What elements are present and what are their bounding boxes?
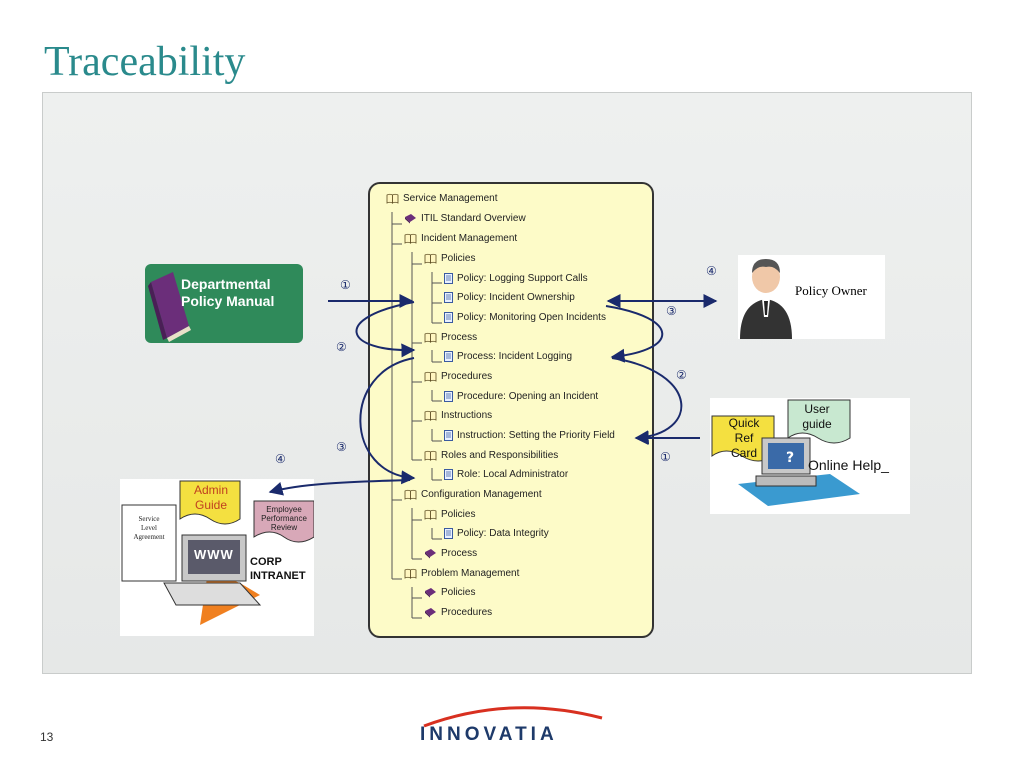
tree-item-label: Policies <box>441 586 476 598</box>
tree-item-label: Policy: Data Integrity <box>457 527 549 539</box>
quick-ref-card: Quick Ref Card <box>728 416 760 460</box>
logo-swoosh-icon <box>423 706 603 728</box>
tree-item[interactable]: Process <box>424 329 477 345</box>
tree-item[interactable]: Service Management <box>386 190 498 206</box>
open-book-icon <box>424 410 437 421</box>
tree-item-label: Roles and Responsibilities <box>441 449 559 461</box>
tree-item[interactable]: Process: Incident Logging <box>444 348 572 364</box>
tree-item-label: Policy: Incident Ownership <box>457 291 575 303</box>
policy-owner: Policy Owner <box>738 255 885 339</box>
step-label-1-left: ① <box>340 278 351 292</box>
open-book-icon <box>424 371 437 382</box>
tree-item[interactable]: ITIL Standard Overview <box>404 210 526 226</box>
page-icon <box>444 350 453 362</box>
tree-item[interactable]: Policy: Logging Support Calls <box>444 270 588 286</box>
tree-item-label: Role: Local Administrator <box>457 468 569 480</box>
tree-item-label: Instructions <box>441 409 493 421</box>
page-icon <box>444 311 453 323</box>
tree-item[interactable]: Policies <box>424 584 475 600</box>
online-help-illustration: ? <box>711 399 860 506</box>
tree-item[interactable]: Roles and Responsibilities <box>424 447 558 463</box>
tree-item[interactable]: Policy: Monitoring Open Incidents <box>444 309 606 325</box>
page-icon <box>444 527 453 539</box>
closed-book-icon <box>405 213 416 223</box>
step-label-2-right: ② <box>676 368 687 382</box>
tree-item[interactable]: Process <box>424 545 477 561</box>
step-label-4-right: ④ <box>706 264 717 278</box>
tree-item-label: Procedure: Opening an Incident <box>457 390 599 402</box>
tree-item[interactable]: Procedures <box>424 368 492 384</box>
tree-item[interactable]: Policies <box>424 250 475 266</box>
tree-item-label: Procedures <box>441 370 493 382</box>
open-book-icon <box>424 332 437 343</box>
tree-item-label: Configuration Management <box>421 488 542 500</box>
tree-item[interactable]: Policy: Incident Ownership <box>444 289 575 305</box>
slide-title: Traceability <box>44 39 246 85</box>
policy-owner-label: Policy Owner <box>795 283 867 298</box>
open-book-icon <box>424 450 437 461</box>
page-icon <box>444 291 453 303</box>
person-icon <box>740 259 792 339</box>
closed-book-icon <box>425 587 436 597</box>
employee-performance-review: Employee Performance Review <box>261 505 307 532</box>
tree-item-label: Process <box>441 547 478 559</box>
intranet-illustration <box>121 480 314 625</box>
user-guide: User guide <box>802 402 832 431</box>
page-number: 13 <box>40 730 54 744</box>
page-icon <box>444 390 453 402</box>
tree-item[interactable]: Incident Management <box>404 230 517 246</box>
corp-intranet: Service Level Agreement Admin Guide Empl… <box>120 479 314 636</box>
open-book-icon <box>386 193 399 204</box>
tree-item[interactable]: Procedures <box>424 604 492 620</box>
open-book-icon <box>424 253 437 264</box>
tree-item[interactable]: Configuration Management <box>404 486 542 502</box>
tree-item[interactable]: Instruction: Setting the Priority Field <box>444 427 615 443</box>
departmental-policy-manual: Departmental Policy Manual <box>145 264 303 343</box>
page-icon <box>444 272 453 284</box>
online-help-label: Online Help_ <box>808 457 889 473</box>
www-screen-label: WWW <box>194 547 234 562</box>
tree-item-label: Policies <box>441 508 476 520</box>
page-icon <box>444 468 453 480</box>
tree-item-label: Policies <box>441 252 476 264</box>
closed-book-icon <box>425 548 436 558</box>
tree-item-label: Incident Management <box>421 232 518 244</box>
logo-text: INNOVATIA <box>420 724 558 745</box>
tree-item-label: Policy: Monitoring Open Incidents <box>457 311 606 323</box>
open-book-icon <box>404 568 417 579</box>
tree-item[interactable]: Problem Management <box>404 565 519 581</box>
corp-intranet-label: CORP INTRANET <box>250 556 306 582</box>
svg-text:?: ? <box>786 450 794 466</box>
manual-title: Departmental Policy Manual <box>181 276 275 309</box>
step-label-2-left: ② <box>336 340 347 354</box>
tree-item-label: Process <box>441 331 478 343</box>
tree-item-label: ITIL Standard Overview <box>421 212 526 224</box>
tree-item-label: Policy: Logging Support Calls <box>457 272 588 284</box>
page-icon <box>444 429 453 441</box>
tree-item[interactable]: Role: Local Administrator <box>444 466 568 482</box>
admin-guide: Admin Guide <box>193 483 228 512</box>
tree-item-label: Instruction: Setting the Priority Field <box>457 429 615 441</box>
tree-item-label: Problem Management <box>421 567 520 579</box>
step-label-3-right: ③ <box>666 304 677 318</box>
tree-item[interactable]: Policies <box>424 506 475 522</box>
tree-item-label: Process: Incident Logging <box>457 350 573 362</box>
step-label-1-right: ① <box>660 450 671 464</box>
open-book-icon <box>424 509 437 520</box>
step-label-3-left: ③ <box>336 440 347 454</box>
closed-book-icon <box>425 607 436 617</box>
open-book-icon <box>404 233 417 244</box>
manual-book-icon <box>148 272 191 342</box>
service-level-agreement: Service Level Agreement <box>133 515 165 541</box>
tree-item-label: Service Management <box>403 192 498 204</box>
tree-item[interactable]: Procedure: Opening an Incident <box>444 388 598 404</box>
online-help: ? Quick Ref Card User guide Online Help_ <box>710 398 910 514</box>
open-book-icon <box>404 489 417 500</box>
step-label-4-left: ④ <box>275 452 286 466</box>
innovatia-logo: INNOVATIA <box>420 700 605 750</box>
tree-item-label: Procedures <box>441 606 493 618</box>
tree-item[interactable]: Policy: Data Integrity <box>444 525 549 541</box>
tree-item[interactable]: Instructions <box>424 407 492 423</box>
